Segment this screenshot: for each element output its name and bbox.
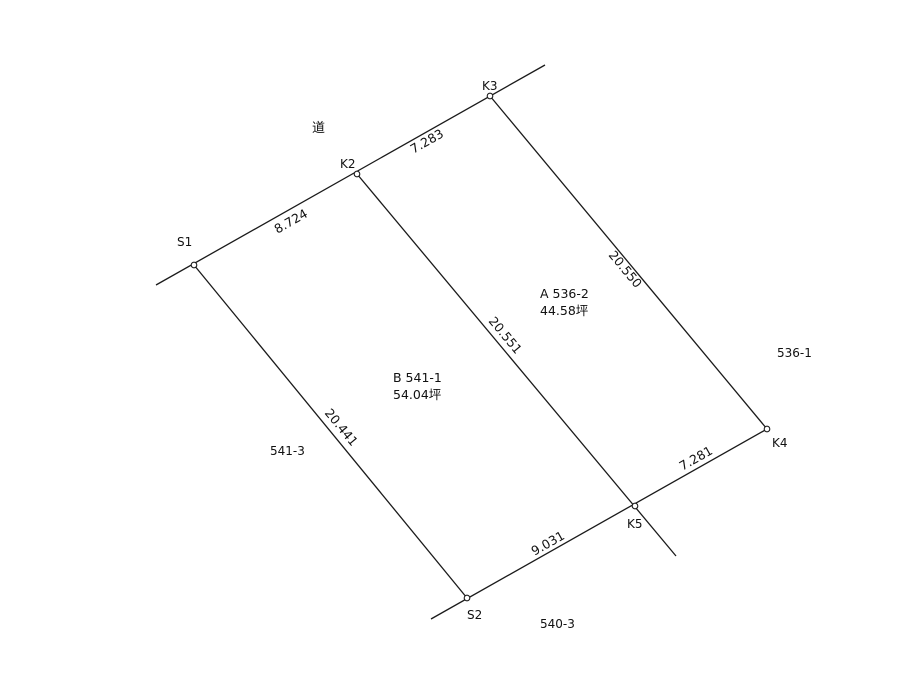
survey-point-s1 (190, 261, 198, 269)
point-label-k3: K3 (482, 79, 498, 93)
survey-point-k5 (631, 502, 639, 510)
neighbor-south: 540-3 (540, 617, 575, 631)
dim-k3-k4: 20.550 (606, 248, 646, 291)
neighbor-west: 541-3 (270, 444, 305, 458)
boundary-k2-k5-extended (356, 173, 677, 557)
dim-k2-k3: 7.283 (408, 126, 447, 157)
survey-point-k3 (486, 92, 494, 100)
boundary-s1-s2 (193, 264, 468, 599)
survey-point-k2 (353, 170, 361, 178)
dim-s1-k2: 8.724 (272, 206, 311, 237)
survey-point-k4 (763, 425, 771, 433)
road-label: 道 (312, 121, 325, 136)
point-label-s1: S1 (177, 235, 192, 249)
lot-a-id: A 536-2 (540, 286, 589, 301)
point-label-k4: K4 (772, 436, 788, 450)
survey-point-s2 (463, 594, 471, 602)
lot-a-area: 44.58坪 (540, 303, 588, 318)
dim-k5-s2: 9.031 (529, 528, 568, 559)
point-label-k2: K2 (340, 157, 356, 171)
lot-b-id: B 541-1 (393, 370, 442, 385)
neighbor-east: 536-1 (777, 346, 812, 360)
boundary-k3-k4 (489, 95, 768, 430)
boundary-s2-k4 (430, 428, 768, 620)
lot-b-area: 54.04坪 (393, 387, 441, 402)
road-boundary-line (155, 64, 546, 286)
point-label-s2: S2 (467, 608, 482, 622)
point-label-k5: K5 (627, 517, 643, 531)
